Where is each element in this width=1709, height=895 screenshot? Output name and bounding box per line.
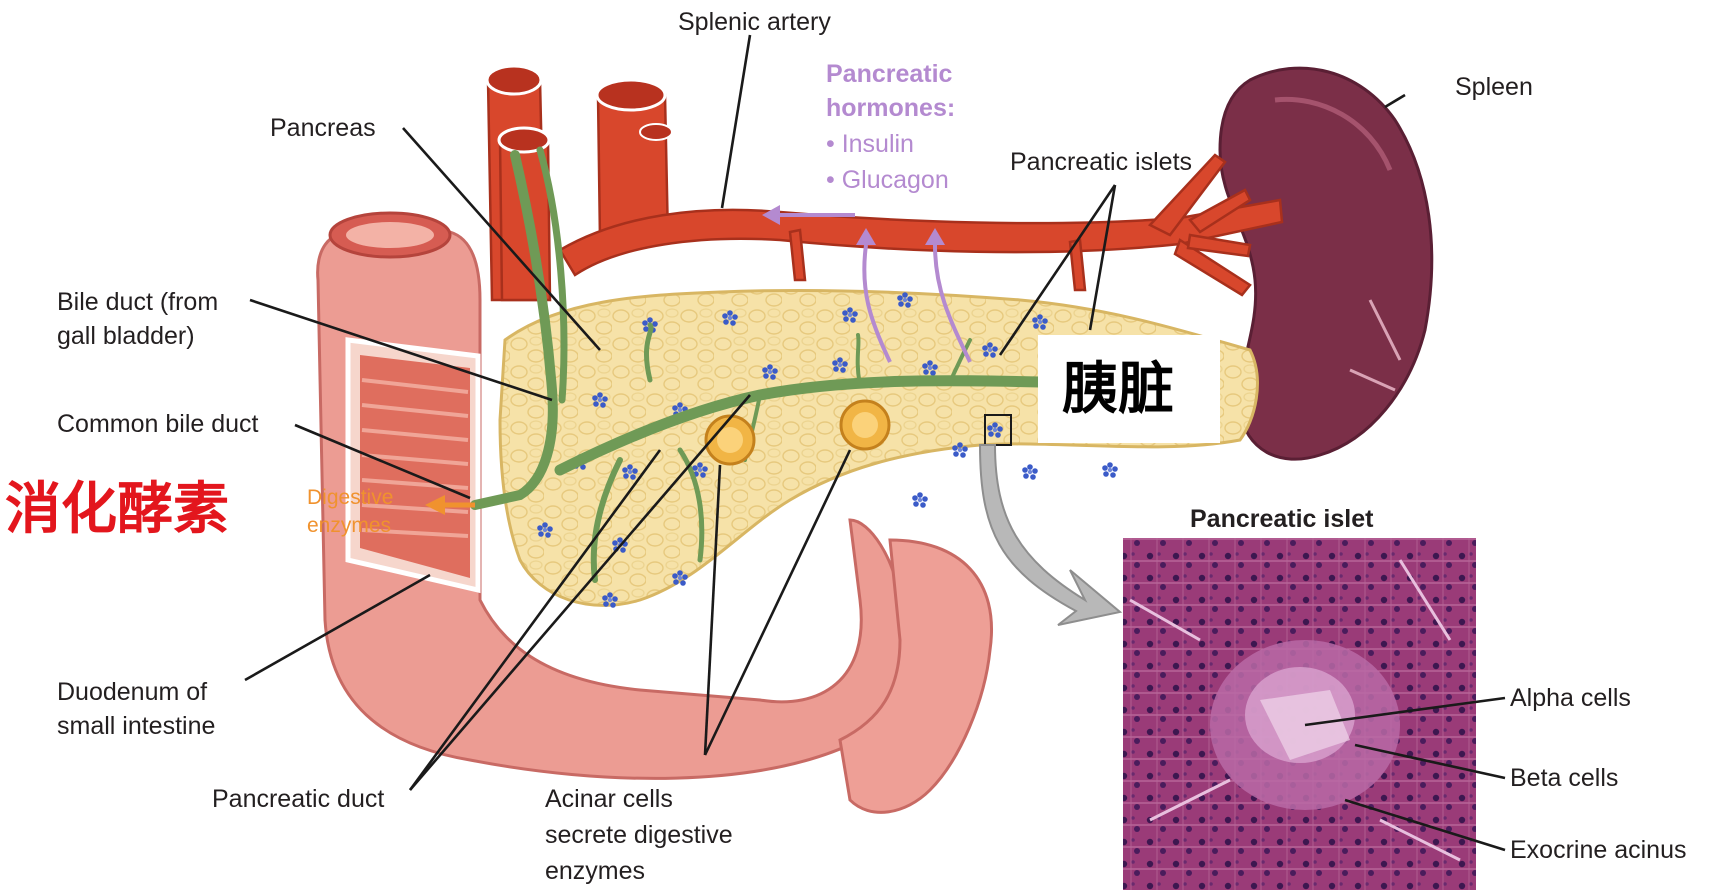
label-acinar-line-1: Acinar cells — [545, 785, 673, 813]
label-spleen: Spleen — [1455, 73, 1533, 101]
label-bile-duct-line-2: gall bladder) — [57, 322, 195, 350]
pancreatic-islet-micrograph — [1123, 538, 1476, 890]
annotation-pancreas-cn: 胰脏 — [1062, 357, 1174, 422]
label-pancreatic-hormones-title-2: hormones: — [826, 94, 955, 122]
label-duodenum-line-2: small intestine — [57, 712, 215, 740]
label-beta-cells: Beta cells — [1510, 764, 1618, 792]
label-common-bile-duct: Common bile duct — [57, 410, 259, 438]
label-exocrine-acinus: Exocrine acinus — [1510, 836, 1686, 864]
label-hormone-insulin: • Insulin — [826, 130, 914, 158]
label-digestive-enzymes-line-1: Digestive — [307, 486, 393, 509]
label-pancreatic-islets: Pancreatic islets — [1010, 148, 1192, 176]
label-digestive-enzymes-line-2: enzymes — [307, 514, 391, 537]
annotation-digestive-enzymes-cn: 消化酵素 — [5, 477, 229, 542]
label-bile-duct-line-1: Bile duct (from — [57, 288, 218, 316]
label-hormone-glucagon: • Glucagon — [826, 166, 949, 194]
label-acinar-line-3: enzymes — [545, 857, 645, 885]
label-acinar-line-2: secrete digestive — [545, 821, 733, 849]
label-pancreas: Pancreas — [270, 114, 376, 142]
label-pancreatic-islet-inset-title: Pancreatic islet — [1190, 505, 1374, 533]
label-pancreatic-hormones-title-1: Pancreatic — [826, 60, 953, 88]
label-pancreatic-duct: Pancreatic duct — [212, 785, 384, 813]
label-splenic-artery: Splenic artery — [678, 8, 831, 36]
annotation-pancreas-cn-box: 胰脏 — [1038, 335, 1220, 443]
label-duodenum-line-1: Duodenum of — [57, 678, 207, 706]
inset-pointer-arrow — [980, 445, 1120, 625]
label-alpha-cells: Alpha cells — [1510, 684, 1631, 712]
